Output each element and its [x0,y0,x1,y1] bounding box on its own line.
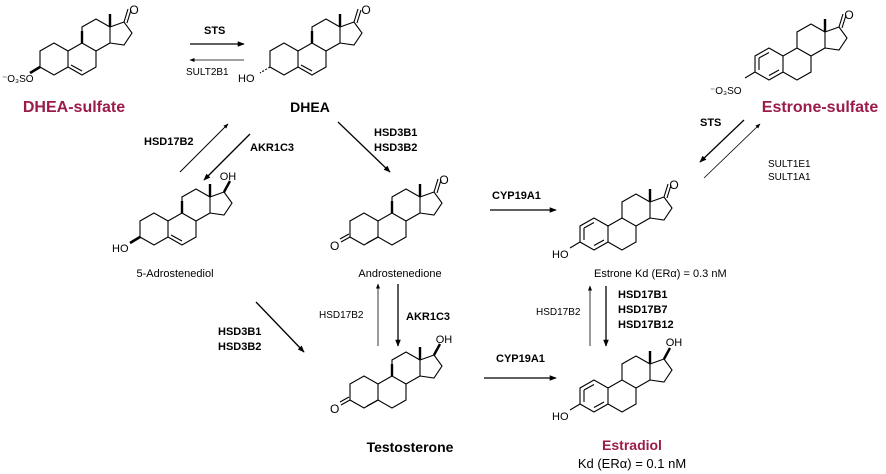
estrone-structure [569,183,674,252]
estrone-sulfate-ketone-o: O [844,8,853,22]
dhea-sulfate-ketone-o: O [129,3,138,17]
estrone-sulfate-label: Estrone-sulfate [762,99,879,116]
estrone-sulfate-structure [744,13,849,82]
dhea-structure [259,8,364,77]
dhea-sulfate-group: ⁻O₃SO [2,74,34,85]
enzyme-cyp19a1-top: CYP19A1 [492,190,541,202]
enzyme-hsd17b2-left: HSD17B2 [144,136,194,148]
estradiol-label: Estradiol [602,437,662,453]
testosterone-label: Testosterone [367,439,454,455]
enzyme-hsd3b2-top: HSD3B2 [374,142,417,154]
enzyme-hsd17b12: HSD17B12 [618,319,674,331]
enzyme-hsd17b1: HSD17B1 [618,289,668,301]
enzyme-cyp19a1-bottom: CYP19A1 [496,353,545,365]
arrow-dhea-to-androstenedione [337,121,391,173]
androstenedione-structure [339,178,444,247]
testosterone-structure [339,343,444,410]
enzyme-akr1c3-mid: AKR1C3 [406,311,450,323]
enzyme-hsd3b2-bottom: HSD3B2 [218,341,261,353]
enzyme-hsd17b2-right: HSD17B2 [536,307,581,318]
arrow-dhea-to-adrostenediol [203,133,251,181]
estradiol-ho: HO [552,411,569,423]
adrostenediol-oh: OH [220,171,237,183]
estradiol-structure [569,347,674,414]
adrostenediol-structure [129,180,234,247]
dhea-sulfate-label: DHEA-sulfate [23,99,125,116]
estradiol-kd: Kd (ERα) = 0.1 nM [578,456,686,471]
enzyme-sts-right: STS [700,117,721,129]
enzyme-sult1a1: SULT1A1 [768,172,811,183]
adrostenediol-label: 5-Adrostenediol [136,268,213,280]
dhea-label: DHEA [290,99,330,115]
adrostenediol-ho: HO [112,243,129,255]
arrow-adrostenediol-to-testosterone [255,301,305,353]
dhea-ketone-o: O [361,3,370,17]
estrone-label: Estrone Kd (ERα) = 0.3 nM [594,268,727,280]
arrow-estrone-to-estrone-sulfate [703,123,761,179]
dhea-ho: HO [238,73,255,85]
enzyme-sult2b1: SULT2B1 [186,67,229,78]
testosterone-oh: OH [436,334,453,346]
estrone-sulfate-group: ⁻O₃SO [710,86,742,97]
testosterone-ketone-o: O [330,402,339,416]
arrow-estrone-sulfate-to-estrone [699,119,745,163]
enzyme-hsd3b1-top: HSD3B1 [374,127,417,139]
estradiol-oh: OH [666,337,683,349]
estrone-ketone-o: O [669,178,678,192]
estrone-ho: HO [552,249,569,261]
androstenedione-ketone-o: O [439,173,448,187]
enzyme-hsd17b7: HSD17B7 [618,304,668,316]
enzyme-hsd3b1-bottom: HSD3B1 [218,326,261,338]
dhea-sulfate-structure [29,8,134,77]
androstenedione-label: Androstenedione [358,268,441,280]
enzyme-akr1c3-left: AKR1C3 [250,142,294,154]
enzyme-hsd17b2-mid: HSD17B2 [319,310,364,321]
enzyme-sult1e1: SULT1E1 [768,159,811,170]
arrow-adrostenediol-to-dhea [179,123,229,173]
enzyme-sts-top: STS [204,25,225,37]
androstenedione-ketone-o3: O [330,239,339,253]
